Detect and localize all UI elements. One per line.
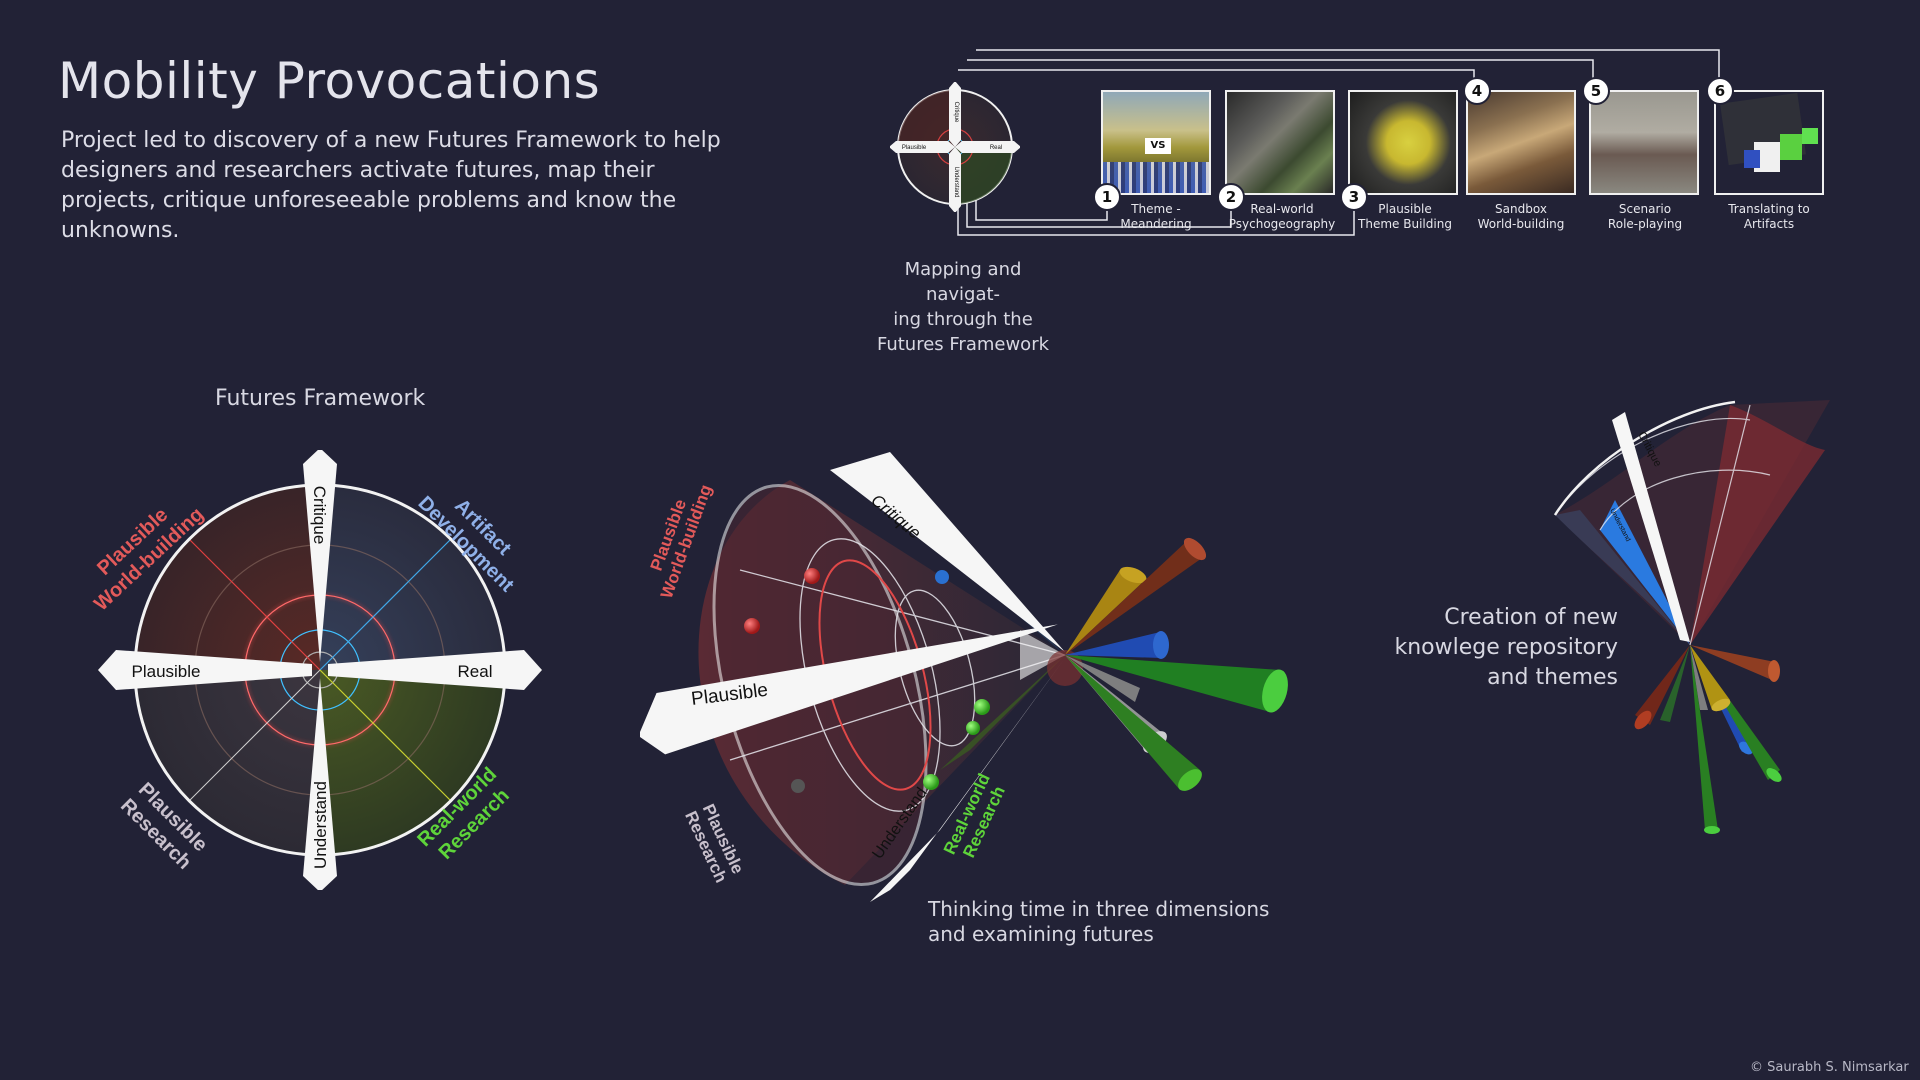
- data-point-red-2: [744, 618, 760, 634]
- data-point-red-1: [804, 568, 820, 584]
- step-5-thumbnail[interactable]: [1589, 90, 1699, 195]
- futures-framework-diagram: Critique Understand Plausible Real: [98, 450, 542, 890]
- mini-framework-diagram: Critique Understand Plausible Real: [890, 82, 1020, 212]
- mini-label-top: Critique: [953, 102, 959, 123]
- cone-label-ad2: Development: [878, 430, 977, 432]
- data-point-gray: [791, 779, 805, 793]
- step-2-thumbnail[interactable]: [1225, 90, 1335, 195]
- framework-title: Futures Framework: [215, 386, 426, 411]
- mini-label-bottom: Understand: [953, 166, 959, 197]
- page-title: Mobility Provocations: [58, 52, 601, 110]
- copyright-text: © Saurabh S. Nimsarkar: [1750, 1060, 1909, 1075]
- data-point-blue: [935, 570, 949, 584]
- mini-label-right: Real: [990, 145, 1002, 151]
- axis-label-critique: Critique: [310, 486, 329, 545]
- step-1-label: Theme -Meandering: [1120, 202, 1192, 231]
- framework-quadrant-labels: Plausible World-building Artifact Develo…: [90, 492, 518, 874]
- step-6-thumbnail[interactable]: [1714, 90, 1824, 195]
- step-4-number: 4: [1463, 77, 1491, 105]
- step-5-number: 5: [1582, 77, 1610, 105]
- step-3-thumbnail[interactable]: [1348, 90, 1458, 195]
- step-1-thumbnail[interactable]: VS: [1101, 90, 1211, 195]
- step-4-thumbnail[interactable]: [1466, 90, 1576, 195]
- time-cone-diagram: Critique Plausible Understand Plausible …: [640, 430, 1288, 902]
- vs-badge: VS: [1145, 138, 1171, 154]
- data-point-green-2: [966, 721, 980, 735]
- knowledge-repository-diagram: Critique Understand: [1553, 400, 1830, 834]
- step-2-number: 2: [1217, 183, 1245, 211]
- mini-label-left: Plausible: [902, 145, 927, 151]
- data-point-green-3: [923, 774, 939, 790]
- step-6-number: 6: [1706, 77, 1734, 105]
- data-point-green-1: [974, 699, 990, 715]
- axis-label-plausible: Plausible: [132, 662, 201, 681]
- axis-label-real: Real: [458, 662, 493, 681]
- axis-label-understand: Understand: [311, 781, 330, 869]
- step-3-number: 3: [1340, 183, 1368, 211]
- intro-text: Project led to discovery of a new Future…: [61, 128, 721, 243]
- step-1-number: 1: [1093, 183, 1121, 211]
